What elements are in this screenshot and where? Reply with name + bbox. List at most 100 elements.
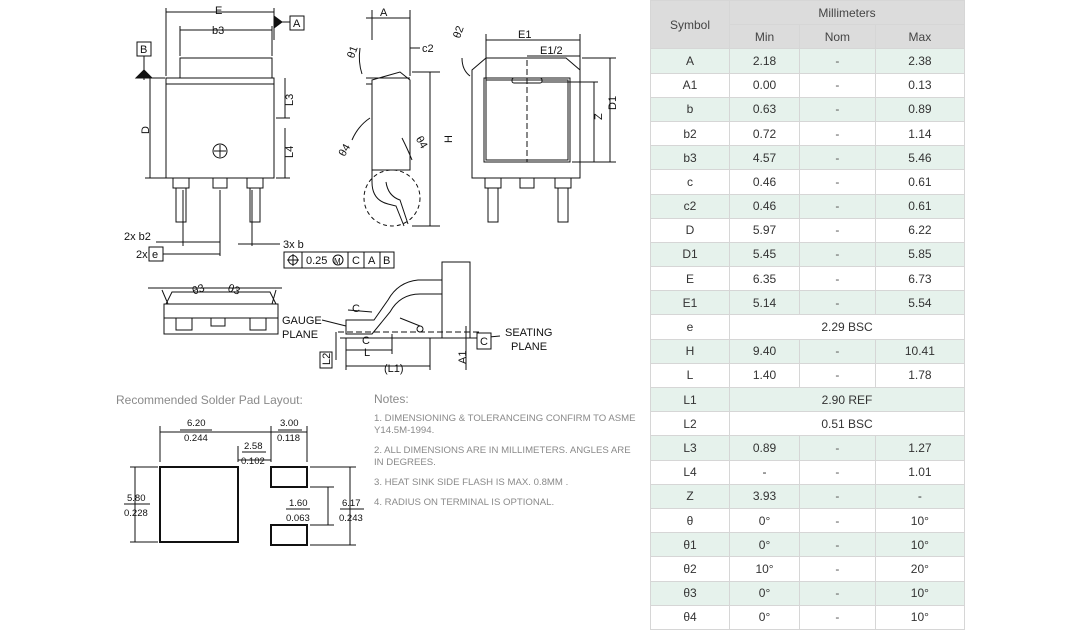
max-cell: 1.01	[874, 459, 966, 485]
theta3-left-label: θ3	[191, 282, 207, 297]
note-item-3: 3. Heat sink side flash is max. 0.8mm .	[374, 477, 569, 488]
pad-width-300: 3.00	[280, 418, 299, 429]
max-cell: 1.14	[874, 120, 966, 147]
max-header: Max	[874, 24, 966, 50]
pad-height-0063: 0.063	[286, 513, 310, 524]
symbol-cell: H	[650, 338, 730, 364]
table-row: L4--1.01	[650, 459, 966, 485]
symbol-cell: D	[650, 217, 730, 243]
nom-cell: -	[799, 580, 876, 606]
dim-3xb-label: 3x b	[283, 239, 304, 251]
notes-title: Notes:	[374, 392, 409, 406]
min-cell: 4.57	[728, 145, 801, 171]
dim-2xe-label: e	[152, 249, 158, 261]
dim-A1-label: A1	[457, 351, 469, 364]
pad-gap-258: 2.58	[244, 441, 263, 452]
min-cell: 6.35	[728, 266, 801, 292]
min-cell: 5.14	[728, 290, 801, 316]
min-header: Min	[728, 24, 801, 50]
symbol-cell: θ2	[650, 556, 730, 582]
min-cell: 10°	[728, 556, 801, 582]
symbol-cell: b3	[650, 145, 730, 171]
pad-width-0244: 0.244	[184, 433, 208, 444]
theta1-label: θ1	[345, 44, 360, 60]
nom-cell: -	[799, 483, 876, 509]
datum-C-label: C	[480, 336, 488, 348]
symbol-cell: L1	[650, 386, 730, 413]
max-cell: 5.46	[874, 145, 966, 171]
pad-height-580: 5.80	[127, 493, 146, 504]
nom-cell: -	[799, 362, 876, 389]
dim-L2-label: L2	[321, 353, 333, 365]
min-cell: 0°	[728, 580, 801, 606]
dim-b3-label: b3	[212, 25, 224, 37]
symbol-cell: Z	[650, 483, 730, 509]
lead-detail	[321, 261, 501, 370]
symbol-cell: L	[650, 362, 730, 389]
symbol-cell: b	[650, 96, 730, 122]
solder-pad-title: Recommended Solder Pad Layout:	[116, 393, 303, 407]
pad-height-160: 1.60	[289, 498, 308, 509]
max-cell: 1.27	[874, 435, 966, 461]
dim-H-label: H	[443, 135, 455, 143]
pad-width-620: 6.20	[187, 418, 206, 429]
min-cell: 5.45	[728, 241, 801, 268]
max-cell: 0.13	[874, 72, 966, 98]
max-cell: 6.73	[874, 266, 966, 292]
gauge-plane-line2: PLANE	[282, 329, 318, 341]
nom-cell: -	[799, 241, 876, 268]
nom-cell: -	[799, 338, 876, 364]
nom-cell: -	[799, 459, 876, 485]
min-cell: 0.46	[728, 169, 801, 195]
min-cell: 0.72	[728, 120, 801, 147]
symbol-cell: E1	[650, 290, 730, 316]
nom-cell: -	[799, 217, 876, 243]
min-cell: 5.97	[728, 217, 801, 243]
solder-pad-layout	[124, 426, 364, 546]
theta2-label: θ2	[451, 24, 466, 40]
fcf-tolerance: 0.25	[306, 255, 327, 267]
min-cell: 0°	[728, 532, 801, 558]
notes-block: Notes: 1. Dimensioning & toleranceing co…	[374, 393, 640, 517]
min-cell: 3.93	[728, 483, 801, 509]
pad-height-617: 6.17	[342, 498, 361, 509]
nom-cell: -	[799, 193, 876, 219]
nom-cell: -	[799, 290, 876, 316]
theta3-right-label: θ3	[226, 282, 242, 297]
value-span-cell: 2.90 REF	[729, 386, 965, 413]
fcf-modifier: M	[334, 257, 341, 266]
max-cell: 0.61	[874, 193, 966, 219]
millimeters-header: Millimeters	[729, 0, 965, 26]
dim-C-upper: C	[352, 303, 360, 315]
dim-c2-label: c2	[422, 43, 434, 55]
fcf-datum2: A	[368, 255, 376, 267]
max-cell: -	[874, 483, 966, 509]
nom-cell: -	[799, 604, 876, 630]
max-cell: 10°	[874, 604, 966, 630]
dim-2xb2-label: 2x b2	[124, 231, 151, 243]
symbol-cell: L4	[650, 459, 730, 485]
max-cell: 10°	[874, 532, 966, 558]
symbol-cell: L3	[650, 435, 730, 461]
max-cell: 1.78	[874, 362, 966, 389]
pad-width-0118: 0.118	[277, 433, 300, 444]
max-cell: 0.89	[874, 96, 966, 122]
nom-cell: -	[799, 145, 876, 171]
max-cell: 0.61	[874, 169, 966, 195]
dim-D-label: D	[140, 126, 152, 134]
nom-cell: -	[799, 532, 876, 558]
nom-cell: -	[799, 556, 876, 582]
seating-plane-line2: PLANE	[511, 341, 547, 353]
